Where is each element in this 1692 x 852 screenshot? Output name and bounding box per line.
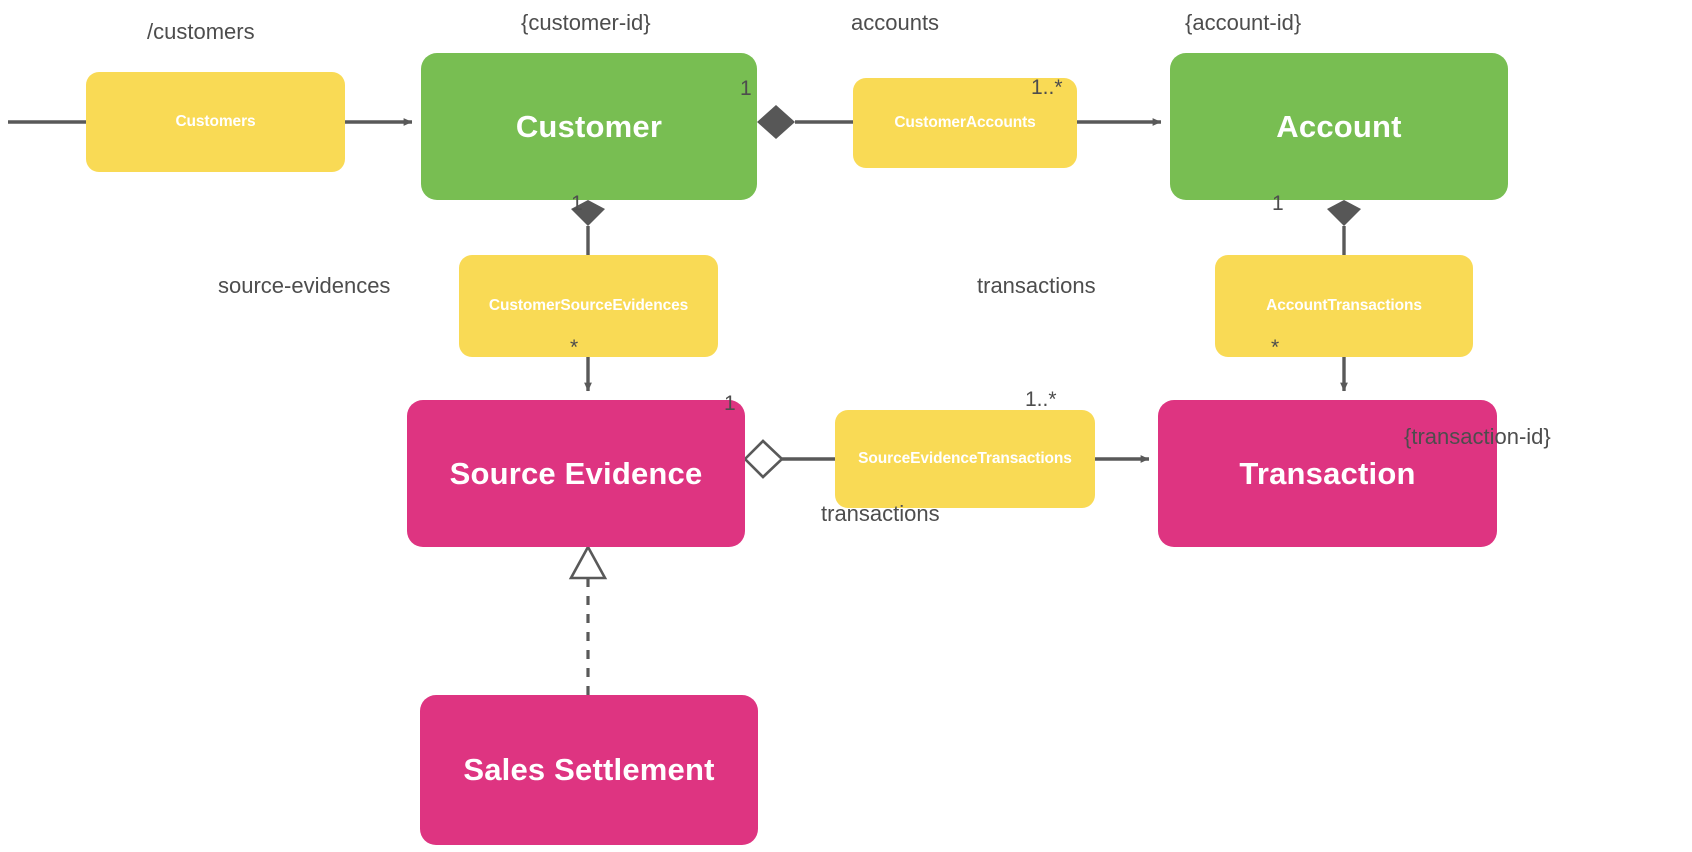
multiplicity-customer-evidences-target: *	[570, 336, 579, 359]
label-param-account-id: {account-id}	[1185, 10, 1302, 35]
node-source-evidence[interactable]: Source Evidence	[407, 400, 745, 547]
hollow-diamond-icon	[743, 439, 784, 479]
node-customer-source-evidences[interactable]: CustomerSourceEvidences	[459, 255, 718, 357]
edge-sourceevidence-to-setransactions	[743, 439, 835, 479]
label-path-accounts: accounts	[851, 10, 940, 35]
multiplicity-customer-evidences-source: 1	[571, 192, 583, 215]
node-source-evidence-transactions[interactable]: SourceEvidenceTransactions	[835, 410, 1095, 508]
multiplicity-se-transactions-source: 1	[724, 392, 736, 415]
multiplicity-customer-accounts-target: 1..*	[1031, 76, 1063, 99]
node-sales-settlement[interactable]: Sales Settlement	[420, 695, 758, 845]
node-customer-accounts[interactable]: CustomerAccounts	[853, 78, 1077, 168]
filled-diamond-icon	[1327, 200, 1361, 226]
filled-diamond-icon	[757, 105, 795, 139]
node-account-transactions[interactable]: AccountTransactions	[1215, 255, 1473, 357]
label-param-transaction-id: {transaction-id}	[1404, 424, 1551, 449]
multiplicity-account-transactions-target: *	[1271, 336, 1280, 359]
hollow-triangle-icon	[568, 544, 608, 580]
edge-account-to-accounttransactions	[1327, 200, 1361, 255]
label-path-customers: /customers	[147, 19, 255, 44]
edge-salessettlement-to-sourceevidence	[568, 544, 608, 695]
node-customer[interactable]: Customer	[421, 53, 757, 200]
label-path-transactions-account: transactions	[977, 273, 1096, 298]
label-path-transactions-source-evidence: transactions	[821, 501, 940, 526]
multiplicity-account-transactions-source: 1	[1272, 192, 1284, 215]
edge-customer-to-customeraccounts	[757, 105, 853, 139]
label-path-source-evidences: source-evidences	[218, 273, 391, 298]
label-param-customer-id: {customer-id}	[521, 10, 651, 35]
node-customers[interactable]: Customers	[86, 72, 345, 172]
multiplicity-customer-accounts-source: 1	[740, 77, 752, 100]
multiplicity-se-transactions-target: 1..*	[1025, 388, 1057, 411]
node-account[interactable]: Account	[1170, 53, 1508, 200]
node-transaction[interactable]: Transaction	[1158, 400, 1497, 547]
